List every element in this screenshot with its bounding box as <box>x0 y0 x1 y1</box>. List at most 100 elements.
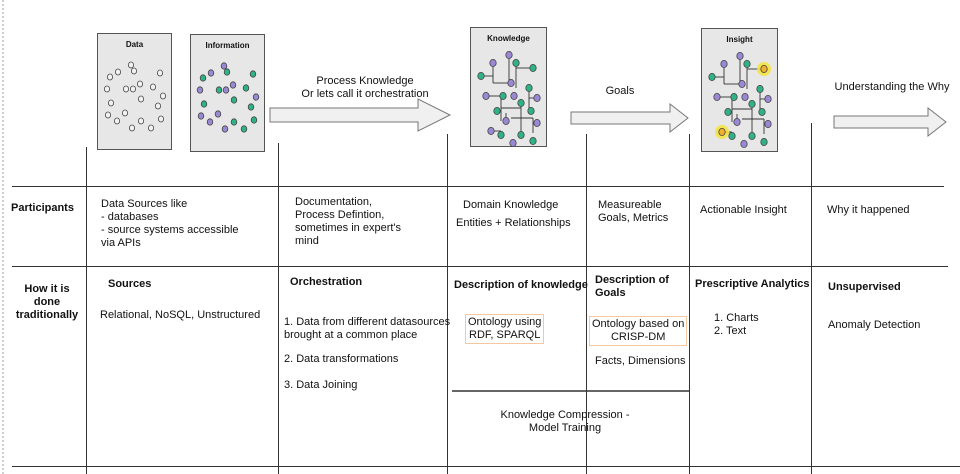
participants-row-label: Participants <box>11 202 74 214</box>
data-dot <box>106 73 113 81</box>
graph-node <box>728 132 736 141</box>
participants-orchestration-cell: Documentation, Process Defintion, someti… <box>295 196 402 247</box>
data-dot <box>131 67 138 75</box>
graph-node <box>502 117 510 126</box>
goals-ontology-box: Ontology based on CRISP-DM <box>589 316 688 346</box>
data-dot <box>137 80 144 88</box>
data-dot <box>122 85 129 93</box>
participants-goals-cell: Measureable Goals, Metrics <box>598 199 669 224</box>
insight-card: Insight <box>701 28 778 152</box>
understanding-why-label: Understanding the Why <box>834 81 950 93</box>
graph-node <box>529 137 537 146</box>
grid-line-middle <box>12 266 948 267</box>
grid-col-1 <box>86 147 87 474</box>
data-dot <box>113 117 120 125</box>
data-dot <box>160 92 167 100</box>
graph-node <box>487 127 495 136</box>
information-dot <box>220 62 228 70</box>
graph-node <box>760 138 768 147</box>
insight-card-title: Insight <box>726 35 753 44</box>
information-dot <box>222 86 230 94</box>
orchestration-item-2: 2. Data transformations <box>284 353 399 365</box>
information-dot <box>250 116 258 124</box>
process-knowledge-arrow-icon <box>269 98 452 132</box>
data-dot <box>114 68 121 76</box>
goals-arrow-icon <box>570 103 689 133</box>
information-dot <box>221 125 229 133</box>
graph-node <box>509 139 517 148</box>
data-dot <box>104 85 110 93</box>
graph-node <box>713 93 721 102</box>
goals-label: Goals <box>605 85 635 97</box>
graph-node <box>743 59 751 68</box>
process-knowledge-label: Process Knowledge Or lets call it orches… <box>301 75 429 100</box>
data-dots-icon <box>104 61 167 132</box>
insight-items: 1. Charts 2. Text <box>714 312 759 337</box>
graph-node <box>718 128 726 137</box>
participants-data-cell: Data Sources like - databases - source s… <box>101 198 239 249</box>
grid-col-5 <box>689 134 690 474</box>
data-dot <box>150 83 157 91</box>
data-dot <box>130 85 137 93</box>
information-dot <box>197 112 205 120</box>
graph-node <box>740 140 748 149</box>
goals-heading: Description of Goals <box>595 274 669 299</box>
data-card-title: Data <box>125 40 144 49</box>
graph-node <box>517 131 525 140</box>
knowledge-heading: Description of knowledge <box>454 279 588 291</box>
information-dot <box>207 69 215 77</box>
why-heading: Unsupervised <box>828 281 901 293</box>
graph-node <box>764 95 772 104</box>
information-dot <box>249 70 257 78</box>
graph-node <box>499 92 507 101</box>
data-dot <box>107 99 114 107</box>
grid-line-bottom <box>12 466 960 467</box>
data-dot <box>121 109 128 117</box>
data-dot <box>148 124 155 132</box>
graph-node <box>489 58 497 67</box>
graph-node <box>741 93 749 102</box>
data-card: Data <box>97 33 172 150</box>
information-dot <box>240 125 248 133</box>
information-dot <box>230 118 238 126</box>
graph-node <box>510 92 518 101</box>
graph-node <box>527 107 535 116</box>
graph-node <box>517 99 525 108</box>
graph-node <box>529 63 537 72</box>
graph-node <box>533 94 541 103</box>
information-dot <box>206 118 214 126</box>
data-dot <box>138 95 145 103</box>
data-dot <box>157 69 164 77</box>
orchestration-heading: Orchestration <box>290 276 363 288</box>
knowledge-compression-text: Knowledge Compression - Model Training <box>500 409 630 434</box>
graph-node <box>720 59 728 68</box>
participants-knowledge-cell: Domain Knowledge <box>463 199 559 211</box>
data-dot <box>128 124 135 132</box>
orchestration-item-1: 1. Data from different datasources broug… <box>284 316 451 341</box>
graph-node <box>756 85 764 94</box>
information-dot <box>252 93 260 101</box>
information-dot <box>223 68 231 76</box>
information-dot <box>196 86 204 94</box>
grid-col-2 <box>278 143 279 474</box>
graph-node <box>736 51 744 60</box>
graph-node <box>525 84 533 93</box>
why-text: Anomaly Detection <box>828 319 921 331</box>
information-dot <box>199 74 207 82</box>
graph-node <box>748 132 756 141</box>
graph-node <box>760 64 768 73</box>
orchestration-item-3: 3. Data Joining <box>284 379 358 391</box>
knowledge-ontology-box: Ontology using RDF, SPARQL <box>465 314 545 344</box>
information-card-title: Information <box>205 41 250 50</box>
graph-node <box>497 131 505 140</box>
insight-heading: Prescriptive Analytics <box>695 278 810 290</box>
graph-node <box>730 93 738 102</box>
grid-line-top <box>12 186 944 187</box>
sources-text: Relational, NoSQL, Unstructured <box>100 309 261 321</box>
data-dot <box>138 117 145 125</box>
knowledge-graph-icon <box>477 50 541 148</box>
information-dot <box>214 110 222 118</box>
data-dot <box>158 115 165 123</box>
traditional-row-label: How it is done traditionally <box>15 283 79 321</box>
information-dot <box>247 103 255 111</box>
